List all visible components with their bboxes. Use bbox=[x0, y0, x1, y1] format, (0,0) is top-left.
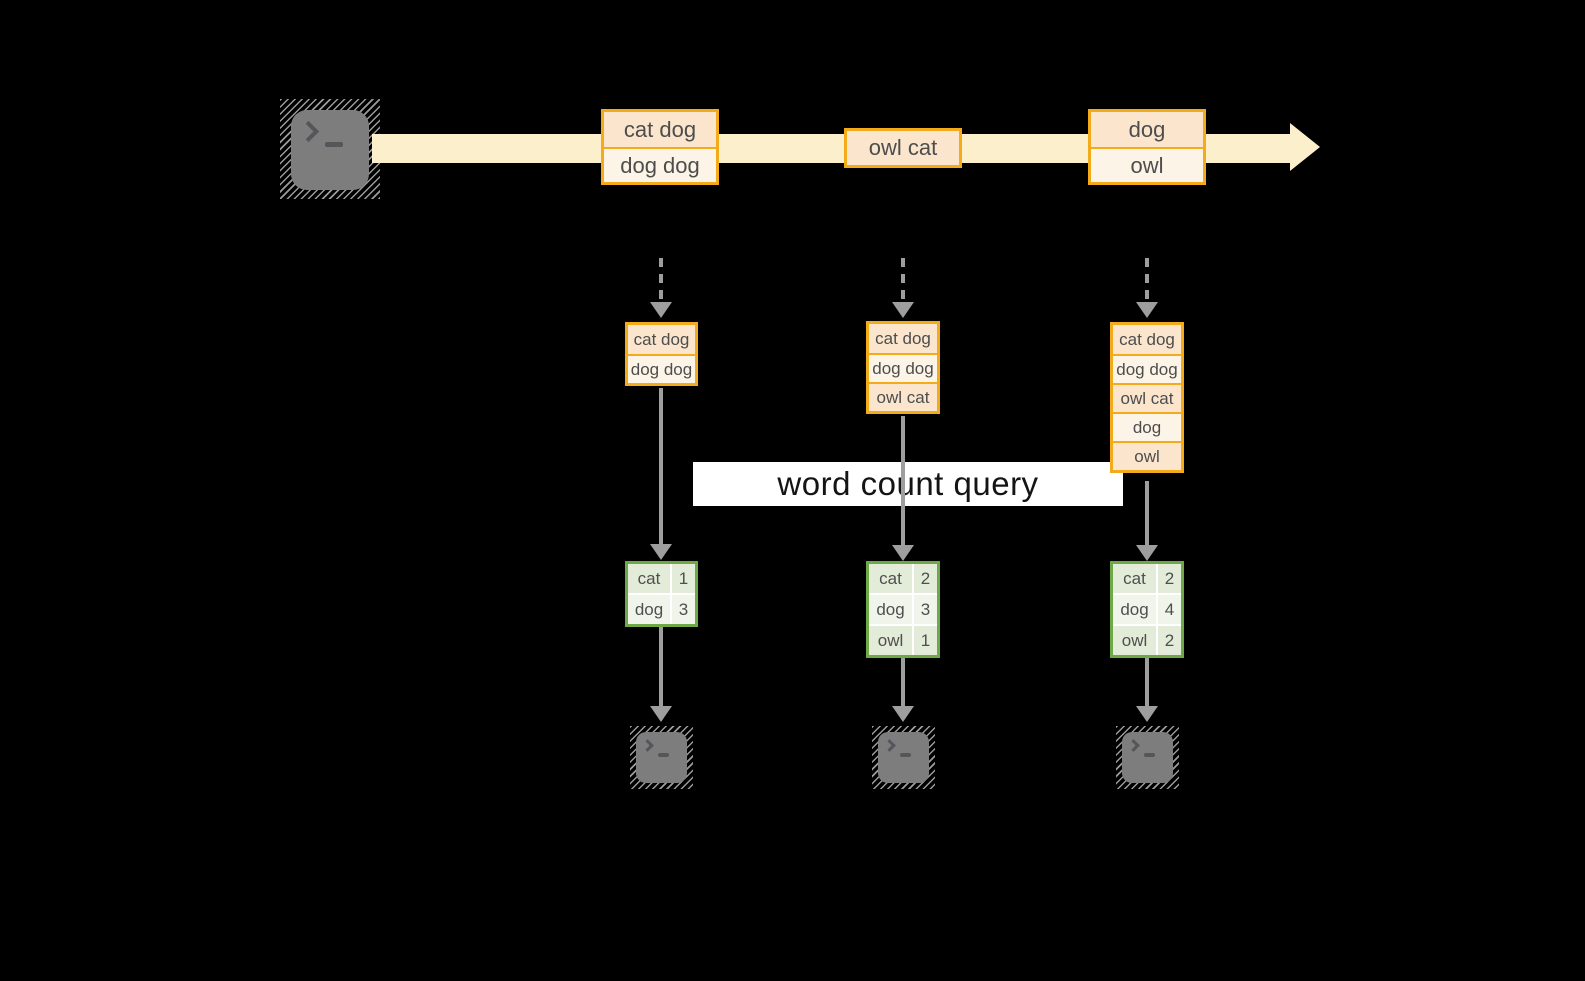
input-stack-1: cat dog dog dog bbox=[625, 322, 698, 386]
word-cell: owl bbox=[1113, 626, 1156, 655]
stack-cell: cat dog bbox=[1113, 325, 1181, 354]
input-stack-2: cat dog dog dog owl cat bbox=[866, 321, 940, 414]
arrowhead-icon bbox=[1136, 706, 1158, 722]
arrowhead-icon bbox=[650, 706, 672, 722]
arrowhead-icon bbox=[892, 545, 914, 561]
query-label: word count query bbox=[777, 465, 1039, 502]
prompt-chevron-icon bbox=[883, 739, 896, 752]
stack-cell: dog dog bbox=[1113, 354, 1181, 383]
arrow-line bbox=[659, 627, 663, 706]
prompt-chevron-icon bbox=[641, 739, 654, 752]
stream-record: cat dog bbox=[604, 112, 716, 147]
prompt-underscore-icon bbox=[1144, 753, 1155, 757]
dashed-arrow-line bbox=[659, 258, 663, 302]
stream-batch-2: owl cat bbox=[844, 128, 962, 168]
stream-batch-1: cat dog dog dog bbox=[601, 109, 719, 185]
stack-cell: dog bbox=[1113, 412, 1181, 441]
sink-terminal-icon-2 bbox=[872, 726, 935, 789]
word-cell: dog bbox=[628, 595, 670, 624]
stack-cell: cat dog bbox=[869, 324, 937, 353]
dashed-arrowhead-icon bbox=[1136, 302, 1158, 318]
stack-cell: owl bbox=[1113, 441, 1181, 470]
count-cell: 4 bbox=[1158, 595, 1181, 624]
stack-cell: owl cat bbox=[869, 382, 937, 411]
arrowhead-icon bbox=[1136, 545, 1158, 561]
dashed-arrowhead-icon bbox=[892, 302, 914, 318]
arrow-line bbox=[659, 388, 663, 544]
prompt-chevron-icon bbox=[1127, 739, 1140, 752]
stack-cell: cat dog bbox=[628, 325, 695, 354]
word-cell: cat bbox=[869, 564, 912, 593]
arrow-line bbox=[1145, 658, 1149, 706]
arrow-line bbox=[901, 658, 905, 706]
count-cell: 1 bbox=[914, 626, 937, 655]
stream-batch-3: dog owl bbox=[1088, 109, 1206, 185]
word-count-table-1: cat 1 dog 3 bbox=[625, 561, 698, 627]
input-stack-3: cat dog dog dog owl cat dog owl bbox=[1110, 322, 1184, 473]
word-count-table-2: cat 2 dog 3 owl 1 bbox=[866, 561, 940, 658]
word-count-table-3: cat 2 dog 4 owl 2 bbox=[1110, 561, 1184, 658]
count-cell: 2 bbox=[1158, 626, 1181, 655]
word-cell: dog bbox=[1113, 595, 1156, 624]
stack-cell: dog dog bbox=[628, 354, 695, 383]
prompt-underscore-icon bbox=[900, 753, 911, 757]
terminal-screen bbox=[878, 732, 929, 783]
stream-record: dog dog bbox=[604, 147, 716, 182]
word-cell: cat bbox=[1113, 564, 1156, 593]
arrow-line bbox=[1145, 481, 1149, 545]
query-label-band: word count query bbox=[693, 462, 1123, 506]
source-terminal-icon bbox=[280, 99, 380, 199]
stream-arrowhead-icon bbox=[1290, 123, 1320, 171]
stream-record: owl cat bbox=[847, 131, 959, 165]
stream-record: dog bbox=[1091, 112, 1203, 147]
count-cell: 3 bbox=[672, 595, 695, 624]
word-cell: cat bbox=[628, 564, 670, 593]
terminal-screen bbox=[1122, 732, 1173, 783]
arrowhead-icon bbox=[650, 544, 672, 560]
count-cell: 3 bbox=[914, 595, 937, 624]
arrow-line bbox=[901, 416, 905, 545]
sink-terminal-icon-1 bbox=[630, 726, 693, 789]
prompt-chevron-icon bbox=[297, 120, 320, 143]
terminal-screen bbox=[291, 110, 369, 190]
terminal-screen bbox=[636, 732, 687, 783]
sink-terminal-icon-3 bbox=[1116, 726, 1179, 789]
arrowhead-icon bbox=[892, 706, 914, 722]
count-cell: 2 bbox=[914, 564, 937, 593]
stream-record: owl bbox=[1091, 147, 1203, 182]
word-cell: owl bbox=[869, 626, 912, 655]
stack-cell: owl cat bbox=[1113, 383, 1181, 412]
count-cell: 1 bbox=[672, 564, 695, 593]
word-cell: dog bbox=[869, 595, 912, 624]
prompt-underscore-icon bbox=[325, 142, 343, 147]
count-cell: 2 bbox=[1158, 564, 1181, 593]
dashed-arrow-line bbox=[901, 258, 905, 302]
stack-cell: dog dog bbox=[869, 353, 937, 382]
prompt-underscore-icon bbox=[658, 753, 669, 757]
dashed-arrow-line bbox=[1145, 258, 1149, 302]
dashed-arrowhead-icon bbox=[650, 302, 672, 318]
